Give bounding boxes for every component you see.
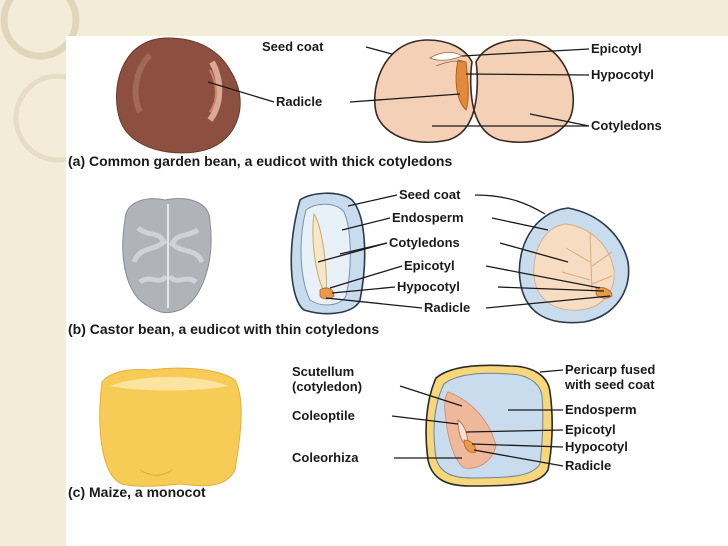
bean-whole-illustration (116, 37, 241, 154)
label-c-coleoptile: Coleoptile (292, 408, 355, 423)
leader-a-hypocotyl (465, 73, 590, 76)
label-b-endosperm: Endosperm (392, 210, 464, 225)
caption-b: (b) Castor bean, a eudicot with thin cot… (68, 321, 379, 337)
leader-b-seed-coat-right (474, 194, 546, 215)
label-c-scutellum-line1: Scutellum (292, 364, 354, 379)
label-c-pericarp-line1: Pericarp fused (565, 362, 655, 377)
label-c-coleorhiza: Coleorhiza (292, 450, 359, 465)
leader-b-radicle-left (325, 297, 423, 309)
label-c-scutellum-line2: (cotyledon) (292, 379, 362, 394)
leader-a-cotyledons-upper (529, 113, 590, 127)
leader-b-cotyledons-right (499, 242, 569, 263)
label-b-radicle: Radicle (424, 300, 470, 315)
leader-b-endosperm-left (341, 217, 391, 231)
label-c-pericarp-line2: with seed coat (564, 377, 655, 392)
label-b-epicotyl: Epicotyl (404, 258, 455, 273)
bean-section-illustration (374, 39, 574, 143)
leader-c-pericarp (539, 369, 564, 373)
leader-b-seed-coat-left (347, 194, 398, 207)
label-a-seed-coat: Seed coat (262, 39, 324, 54)
leader-b-radicle-right (485, 295, 611, 309)
label-b-cotyledons: Cotyledons (389, 235, 460, 250)
label-a-hypocotyl: Hypocotyl (591, 67, 654, 82)
leader-c-radicle (473, 449, 564, 467)
panel-a: Seed coat Radicle Epicotyl Hypocotyl Cot… (68, 37, 662, 169)
label-a-radicle: Radicle (276, 94, 322, 109)
castor-bean-whole-illustration (122, 198, 212, 314)
panel-b: Seed coat Endosperm Cotyledons Epicotyl … (68, 187, 630, 337)
leader-b-cotyledons-left-2 (317, 242, 388, 263)
label-a-epicotyl: Epicotyl (591, 41, 642, 56)
leader-a-radicle-left (207, 81, 275, 103)
leader-a-epicotyl (461, 48, 590, 57)
slide-top-band (0, 0, 728, 36)
leader-a-seed-coat (365, 46, 393, 55)
leader-b-hypocotyl-left (331, 286, 396, 294)
panel-c: Scutellum (cotyledon) Coleoptile Coleorh… (68, 362, 655, 500)
label-b-seed-coat: Seed coat (399, 187, 461, 202)
label-c-hypocotyl: Hypocotyl (565, 439, 628, 454)
label-c-radicle: Radicle (565, 458, 611, 473)
caption-a: (a) Common garden bean, a eudicot with t… (68, 153, 452, 169)
label-b-hypocotyl: Hypocotyl (397, 279, 460, 294)
label-a-cotyledons: Cotyledons (591, 118, 662, 133)
leader-c-scutellum (399, 385, 463, 407)
maize-kernel-whole-illustration (99, 367, 242, 487)
slide-left-strip (0, 0, 66, 546)
leader-c-epicotyl (465, 429, 564, 433)
castor-bean-longitudinal-section (290, 192, 366, 315)
leader-a-radicle-right (349, 93, 461, 103)
caption-c: (c) Maize, a monocot (68, 484, 206, 500)
leader-b-epicotyl-left (329, 265, 403, 289)
leader-c-hypocotyl (471, 443, 564, 448)
maize-kernel-section-illustration (425, 364, 553, 487)
deco-ring-top (0, 0, 80, 60)
label-c-endosperm: Endosperm (565, 402, 637, 417)
label-c-epicotyl: Epicotyl (565, 422, 616, 437)
leader-b-hypocotyl-right (497, 286, 605, 292)
leader-b-endosperm-right (491, 217, 549, 231)
leader-b-epicotyl-right (485, 265, 601, 289)
leader-c-coleoptile (391, 415, 459, 425)
